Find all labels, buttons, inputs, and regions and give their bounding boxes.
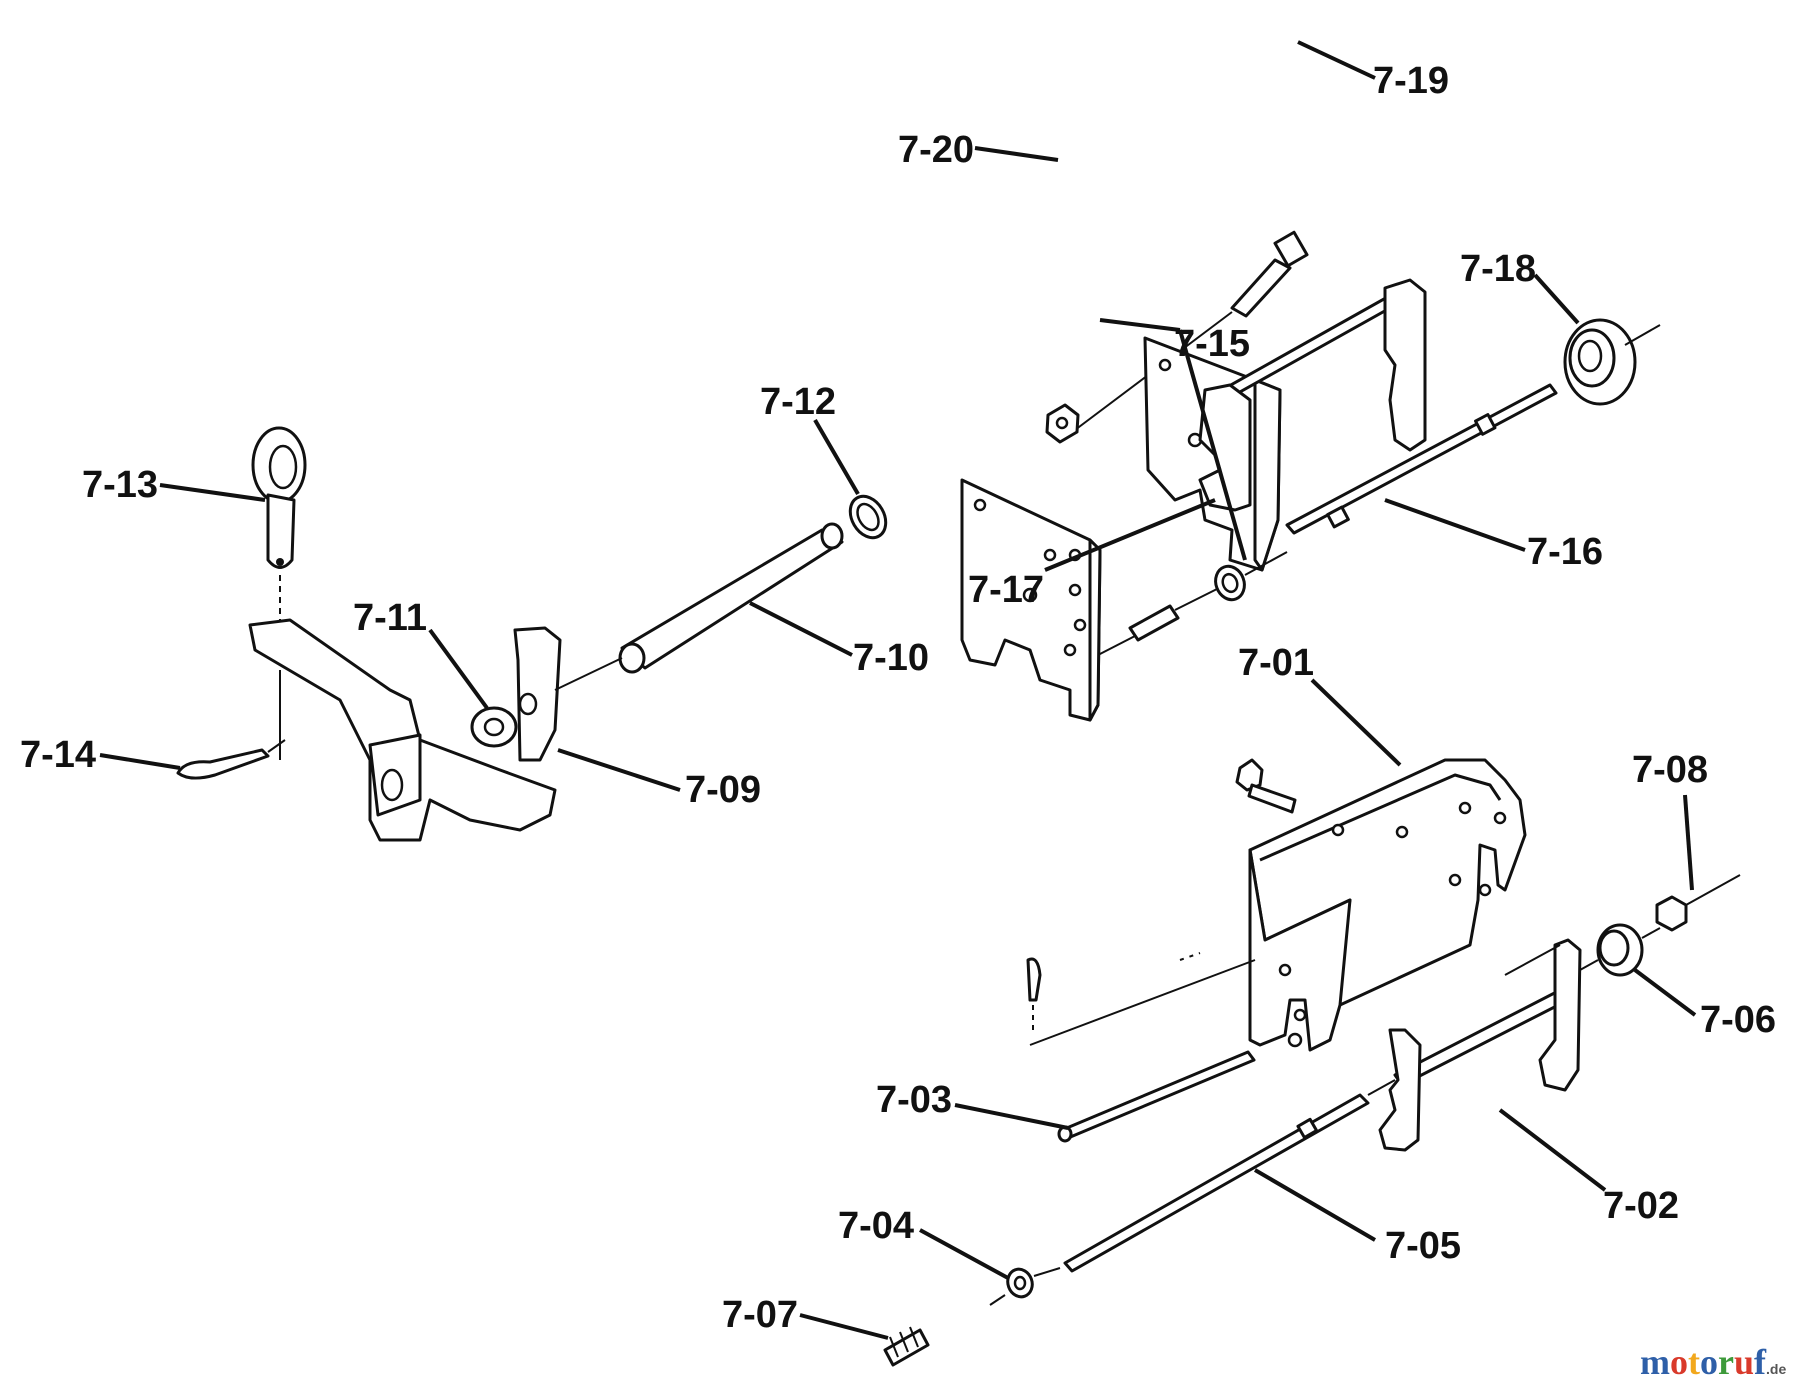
callout-7-17: 7-17 [968,569,1044,611]
part-7-09-drawbar [248,618,562,842]
part-bracket-bolt [1235,758,1297,814]
leader-7-01 [1310,678,1402,767]
part-7-11-spacer [470,692,538,748]
wm-letter: r [1718,1342,1734,1382]
part-7-14-hair-pin [176,739,286,780]
part-spring [1097,584,1226,656]
part-7-07-spring [883,1326,930,1367]
motoruf-watermark-logo: motoruf.de [1640,1342,1786,1382]
callout-7-18: 7-18 [1460,248,1536,290]
part-7-17-fork-lever [1198,278,1427,512]
leader-7-15a [1099,318,1181,332]
leader-7-11 [428,628,489,710]
hitch-assembly [176,426,888,842]
bracket-assembly [883,758,1741,1367]
part-7-03-rod [1057,1050,1256,1143]
callout-7-16: 7-16 [1527,531,1603,573]
callout-7-14: 7-14 [20,734,96,776]
leader-7-07 [799,1313,889,1340]
part-7-16-shaft [1285,383,1558,535]
callout-7-19: 7-19 [1373,60,1449,102]
leader-7-02 [1498,1108,1607,1192]
callout-labels: 7-01 7-02 7-03 7-04 7-05 7-06 7-07 7-08 … [20,60,1776,1336]
callout-7-02: 7-02 [1603,1185,1679,1227]
wm-letter: o [1700,1342,1718,1382]
leader-lines [99,40,1697,1340]
leader-7-10 [749,601,853,657]
part-7-01-u-bracket [1248,758,1527,1052]
leader-7-19 [1297,40,1376,80]
leader-7-04 [919,1228,1009,1280]
callout-7-13: 7-13 [82,464,158,506]
callout-7-07: 7-07 [722,1294,798,1336]
wm-letter: o [1670,1342,1688,1382]
callout-7-05: 7-05 [1385,1225,1461,1267]
callout-7-11: 7-11 [353,597,427,639]
part-clip [1214,551,1288,602]
callout-7-15: 7-15 [1174,323,1250,365]
part-7-12-retaining-ring [848,494,888,540]
part-cotter-pin [1026,952,1256,1046]
part-7-20-nut [1045,403,1080,444]
part-7-13-hitch-pin [251,426,307,620]
leader-7-20 [974,146,1059,162]
wm-letter: m [1640,1342,1670,1382]
part-7-08-nut [1655,874,1741,932]
callout-7-09: 7-09 [685,769,761,811]
leader-7-13 [159,483,266,502]
part-7-06-spacer [1579,923,1661,977]
leader-7-18 [1533,273,1580,325]
leader-7-03 [954,1103,1069,1130]
wm-letter: t [1688,1342,1700,1382]
part-7-05-shaft [1063,1079,1396,1273]
part-7-18-bearing [1563,318,1661,406]
leader-7-16 [1384,498,1526,552]
callout-7-12: 7-12 [760,381,836,423]
wm-tld: .de [1766,1361,1786,1377]
leader-7-15b [1178,329,1247,561]
callout-7-10: 7-10 [853,637,929,679]
part-7-02-fork-lever [1378,938,1582,1152]
leader-7-09 [557,748,681,792]
part-7-04-washer [989,1267,1061,1306]
leader-7-12 [813,418,860,496]
callout-7-08: 7-08 [1632,749,1708,791]
part-7-10-shaft [554,522,844,691]
leader-7-17 [1044,498,1216,572]
callout-7-01: 7-01 [1238,642,1314,684]
leader-7-05 [1253,1168,1377,1242]
callout-7-04: 7-04 [838,1205,914,1247]
leader-7-14 [99,753,181,770]
wm-letter: f [1754,1342,1767,1382]
wm-letter: u [1734,1342,1754,1382]
leader-7-06 [1633,968,1697,1017]
callout-7-03: 7-03 [876,1079,952,1121]
callout-7-20: 7-20 [898,129,974,171]
leader-7-08 [1683,794,1694,891]
plates-assembly [960,230,1661,722]
callout-7-06: 7-06 [1700,999,1776,1041]
svg-text:motoruf.de: motoruf.de [1640,1342,1786,1382]
